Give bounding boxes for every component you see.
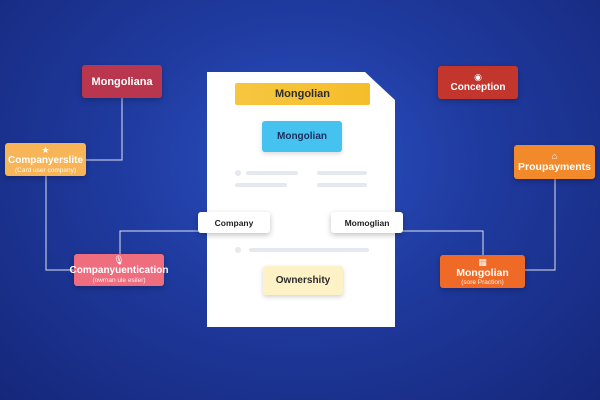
placeholder-line — [317, 183, 367, 187]
document-banner: Mongolian — [235, 83, 370, 105]
circle-badge-icon: ◉ — [474, 71, 482, 82]
placeholder-line — [317, 171, 367, 175]
node-title: Mongolian — [456, 266, 509, 279]
node-companyerslite[interactable]: ★ Companyerslite (Card user company) — [5, 143, 86, 176]
star-icon: ★ — [41, 144, 50, 155]
placeholder-line — [235, 183, 287, 187]
node-proupayments[interactable]: ⌂ Proupayments — [514, 145, 595, 179]
placeholder-dot — [235, 170, 241, 176]
node-conception[interactable]: ◉ Conception — [438, 66, 518, 99]
document-top-node[interactable]: Mongolian — [262, 121, 342, 152]
calendar-icon: ▦ — [478, 256, 487, 267]
microphone-icon: 🎙 — [113, 255, 125, 265]
placeholder-dot — [235, 247, 241, 253]
placeholder-line — [246, 171, 298, 175]
node-subtitle: (owman ule esiler) — [92, 277, 146, 284]
node-mongoliana[interactable]: Mongoliana — [82, 65, 162, 98]
document-branch-company[interactable]: Company — [198, 212, 270, 233]
node-subtitle: (Card user company) — [14, 166, 77, 174]
node-title: Conception — [450, 81, 506, 93]
node-title: Companyuentication — [69, 265, 169, 276]
node-subtitle: (sore Praction) — [461, 278, 504, 286]
node-title: Proupayments — [518, 161, 591, 173]
placeholder-line — [249, 248, 369, 252]
document-branch-momoglian[interactable]: Momoglian — [331, 212, 403, 233]
home-icon: ⌂ — [551, 151, 558, 161]
document-bottom-node[interactable]: Ownershity — [263, 266, 343, 295]
node-mongolian-right[interactable]: ▦ Mongolian (sore Praction) — [440, 255, 525, 288]
node-companyuentication[interactable]: 🎙 Companyuentication (owman ule esiler) — [70, 254, 168, 286]
node-title: Mongoliana — [91, 75, 153, 88]
node-title: Companyerslite — [7, 154, 84, 166]
